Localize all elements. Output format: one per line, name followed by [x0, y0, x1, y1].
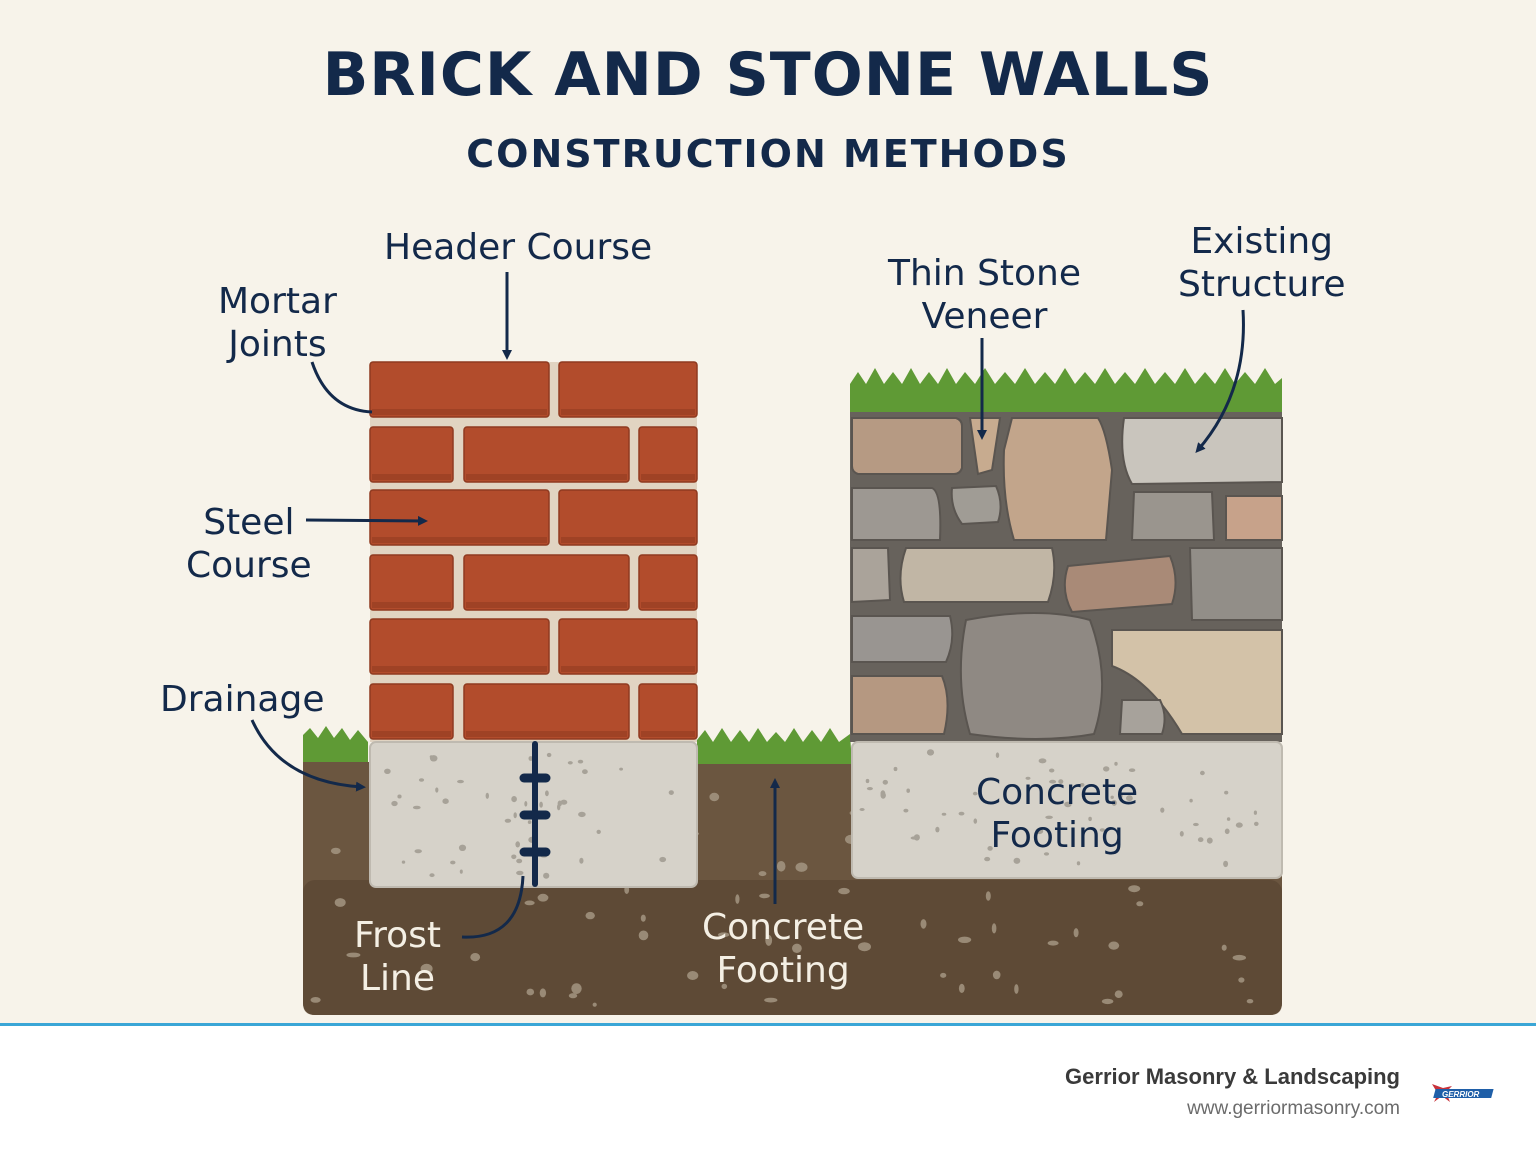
brick — [558, 489, 698, 546]
brick — [638, 426, 698, 483]
existing-structure-label: Existing Structure — [1178, 221, 1346, 305]
concrete-footing-stone-label: Concrete Footing — [976, 772, 1139, 856]
stone-block — [1130, 491, 1216, 541]
diagram-subtitle: CONSTRUCTION METHODS — [466, 132, 1070, 176]
brick — [369, 554, 454, 611]
brick — [369, 426, 454, 483]
gerrior-logo: GERRIOR — [1432, 1084, 1494, 1102]
mortar-joints-leader — [310, 361, 373, 414]
drainage-arrow — [250, 719, 366, 792]
thin-stone-veneer-label: Thin Stone Veneer — [888, 253, 1082, 337]
stone-block — [851, 675, 949, 735]
logo-text: GERRIOR — [1442, 1090, 1480, 1099]
brick — [369, 683, 454, 740]
footer-bar — [0, 1023, 1536, 1157]
stone-block — [1188, 547, 1283, 621]
stone-block — [1118, 699, 1166, 735]
brick-courses — [369, 361, 698, 740]
stone-block — [1225, 495, 1283, 541]
frost-line-label: Frost Line — [354, 915, 441, 999]
brick — [638, 683, 698, 740]
drainage-label: Drainage — [160, 679, 325, 720]
brick — [463, 683, 630, 740]
stone-block — [1121, 417, 1283, 486]
brick — [638, 554, 698, 611]
stone-block — [950, 484, 1002, 526]
stone-block — [851, 487, 942, 541]
stone-block — [1063, 554, 1177, 614]
company-url[interactable]: www.gerriormasonry.com — [1187, 1098, 1400, 1119]
stone-block — [851, 547, 892, 604]
brick — [558, 618, 698, 675]
brick — [463, 554, 630, 611]
brick — [369, 361, 550, 418]
rebar-frost-line — [519, 741, 551, 887]
stone-block — [851, 615, 954, 663]
brick — [558, 361, 698, 418]
steel-course-label: Steel Course — [186, 502, 312, 586]
frost-line-leader — [461, 875, 525, 939]
header-course-label: Header Course — [384, 227, 653, 268]
mortar-joints-label: Mortar Joints — [218, 281, 337, 365]
concrete-footing-ground-label: Concrete Footing — [702, 907, 865, 991]
brick — [369, 489, 550, 546]
callout-arrows — [250, 272, 1245, 939]
stone-block — [1111, 629, 1283, 735]
grass-strip — [303, 368, 1282, 764]
diagram-title: BRICK AND STONE WALLS — [322, 40, 1214, 110]
steel-course-arrow — [305, 515, 428, 526]
company-name: Gerrior Masonry & Landscaping — [1065, 1064, 1400, 1089]
existing-structure-arrow — [1195, 309, 1245, 454]
brick — [369, 618, 550, 675]
brick-wall — [369, 361, 698, 742]
stone-wall — [850, 412, 1283, 742]
stone-block — [851, 417, 963, 475]
stone-block — [899, 547, 1056, 603]
brick — [463, 426, 630, 483]
stone-block — [1002, 417, 1114, 541]
stone-block — [959, 612, 1104, 740]
stone-concrete-footing — [851, 741, 1283, 879]
stone-blocks — [851, 417, 1283, 740]
